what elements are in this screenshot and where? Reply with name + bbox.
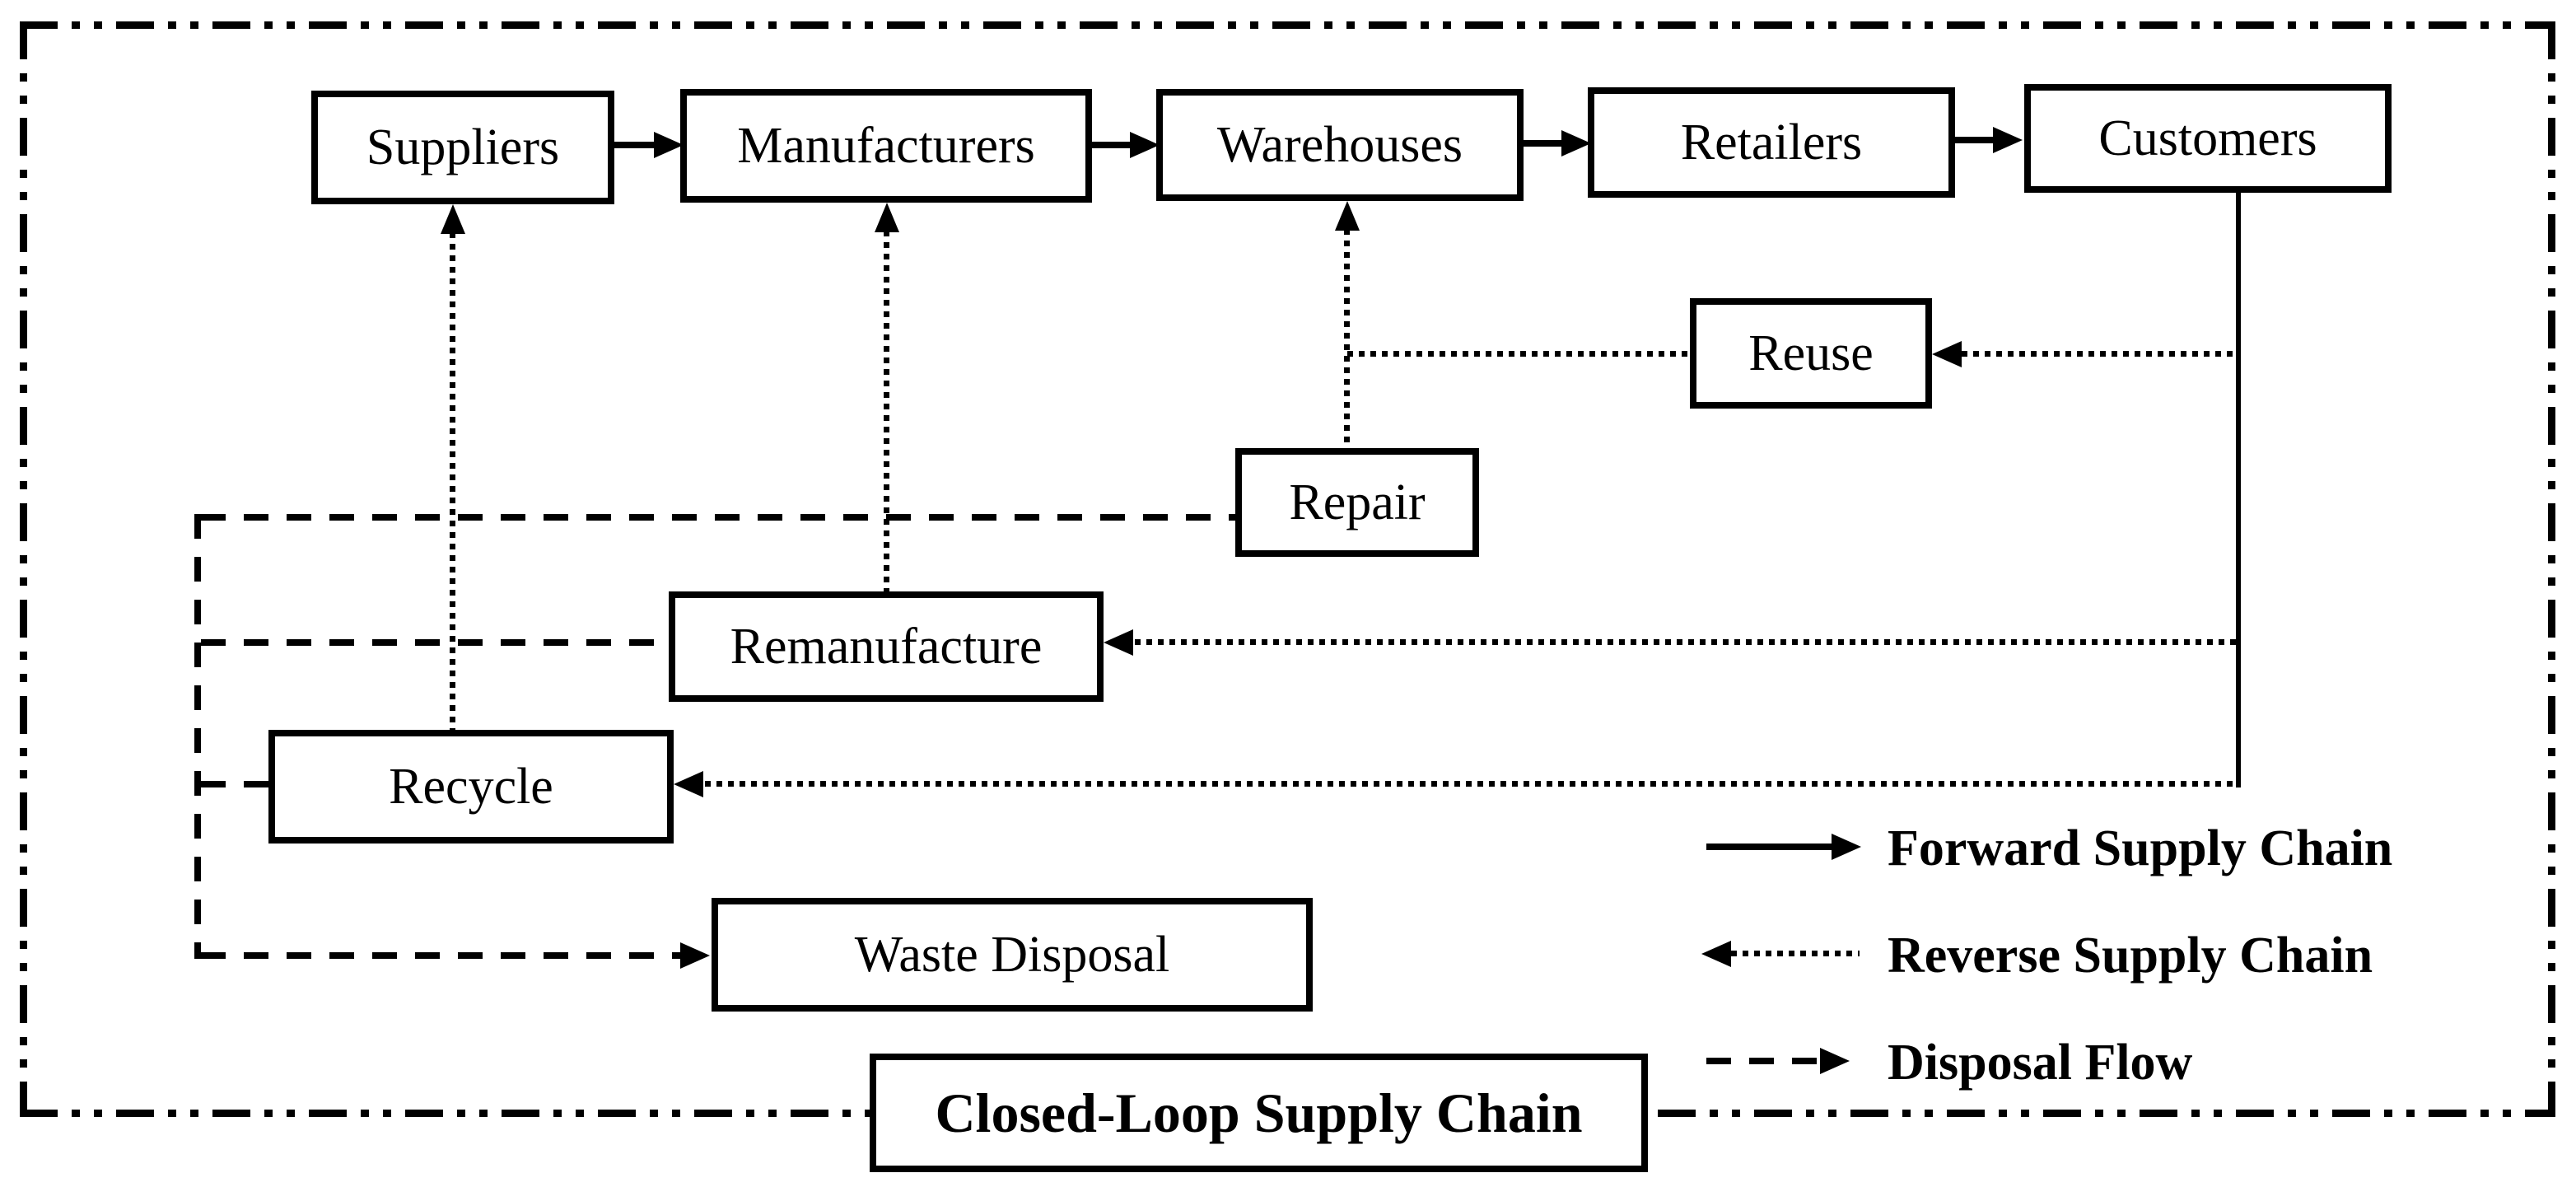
arrowhead-reverse-recycle xyxy=(674,771,703,797)
edge-customers-returns-stem xyxy=(2236,191,2241,787)
edge-reverse-repair-warehouses xyxy=(1344,229,1350,448)
node-waste-disposal: Waste Disposal xyxy=(712,898,1313,1012)
edge-disposal-recycle xyxy=(201,781,268,787)
node-suppliers: Suppliers xyxy=(311,91,614,204)
legend-disposal-line xyxy=(1706,1058,1820,1064)
edge-disposal-remanufacture xyxy=(201,639,669,646)
frame-border-right xyxy=(2548,21,2555,1117)
node-warehouses: Warehouses xyxy=(1156,89,1524,201)
edge-reverse-remanufacture-manufacturers xyxy=(884,231,889,591)
edge-disposal-trunk xyxy=(194,514,201,959)
edge-forward-warehouses-retailers xyxy=(1524,140,1561,147)
diagram-title: Closed-Loop Supply Chain xyxy=(870,1054,1648,1172)
edge-forward-suppliers-manufacturers xyxy=(614,142,654,148)
arrowhead-reverse-suppliers xyxy=(441,204,465,234)
arrowhead-reverse-remanufacture xyxy=(1104,629,1133,656)
edge-reverse-customers-recycle xyxy=(705,781,2238,787)
arrowhead-forward-manufacturers xyxy=(654,132,684,158)
node-retailers: Retailers xyxy=(1588,87,1955,198)
node-manufacturers: Manufacturers xyxy=(680,89,1092,203)
arrowhead-reverse-manufacturers xyxy=(875,203,899,232)
edge-reverse-customers-remanufacture xyxy=(1135,639,2238,645)
legend-reverse-line xyxy=(1731,951,1860,956)
arrowhead-reverse-warehouses xyxy=(1335,201,1360,231)
legend-forward-line xyxy=(1706,844,1832,850)
arrowhead-forward-customers xyxy=(1993,127,2023,153)
node-recycle: Recycle xyxy=(268,730,674,844)
edge-forward-manufacturers-warehouses xyxy=(1092,142,1130,148)
legend-reverse-label: Reverse Supply Chain xyxy=(1888,928,2373,984)
edge-reverse-customers-reuse xyxy=(1962,351,2238,357)
node-reuse: Reuse xyxy=(1690,298,1932,409)
legend-forward-arrowhead xyxy=(1832,834,1861,860)
frame-border-top xyxy=(20,21,2555,29)
edge-disposal-waste-disposal xyxy=(201,952,680,959)
legend-reverse-arrowhead xyxy=(1701,941,1731,967)
arrowhead-reverse-reuse xyxy=(1932,341,1962,367)
node-customers: Customers xyxy=(2024,84,2392,193)
node-remanufacture: Remanufacture xyxy=(669,591,1104,702)
legend-forward-label: Forward Supply Chain xyxy=(1888,820,2393,876)
legend-disposal-label: Disposal Flow xyxy=(1888,1035,2193,1091)
edge-reverse-recycle-suppliers xyxy=(450,232,455,730)
arrowhead-disposal-waste-disposal xyxy=(680,942,710,969)
node-repair: Repair xyxy=(1235,448,1479,557)
legend-disposal-arrowhead xyxy=(1820,1048,1850,1074)
edge-forward-retailers-customers xyxy=(1955,137,1993,143)
edge-reverse-reuse-to-junction xyxy=(1347,351,1690,357)
frame-border-left xyxy=(20,21,27,1117)
edge-disposal-repair xyxy=(201,514,1235,521)
arrowhead-forward-retailers xyxy=(1561,130,1591,157)
arrowhead-forward-warehouses xyxy=(1130,132,1160,158)
